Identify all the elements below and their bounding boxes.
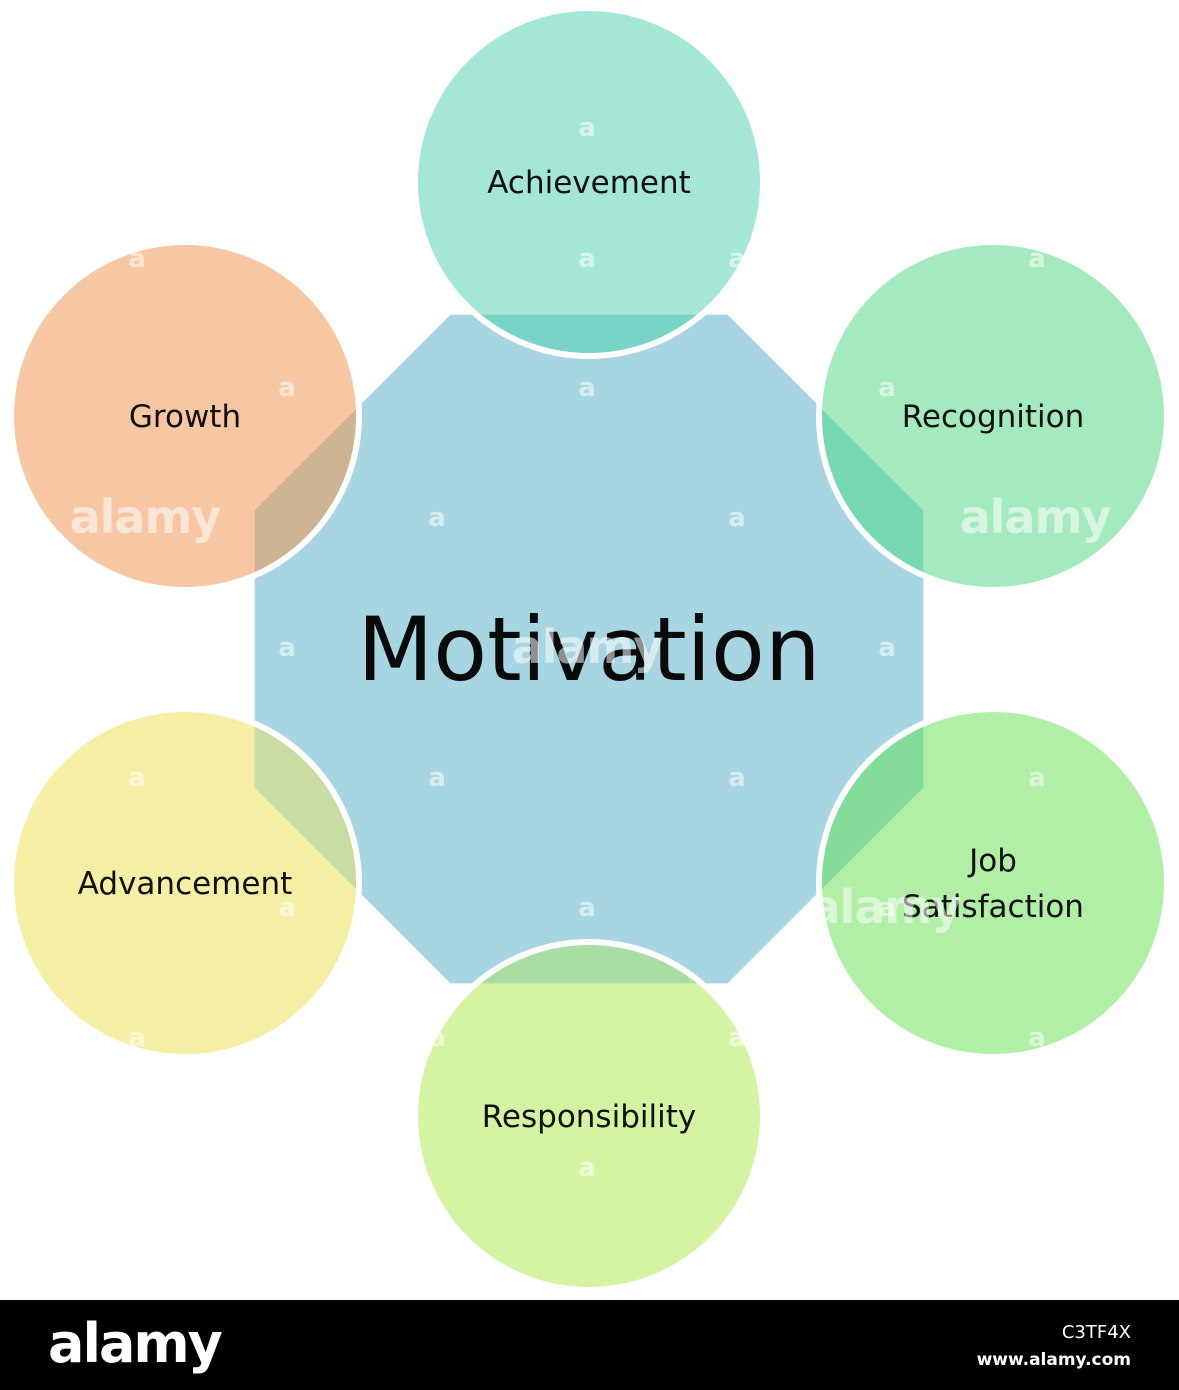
- watermark-mark: a: [578, 113, 596, 143]
- achievement-circle: [412, 5, 766, 359]
- site-url: www.alamy.com: [976, 1350, 1131, 1370]
- watermark-mark: a: [578, 373, 596, 403]
- watermark-mark: a: [128, 763, 146, 793]
- image-id: C3TF4X: [1061, 1322, 1131, 1343]
- watermark-mark: a: [578, 1153, 596, 1183]
- watermark-mark: a: [128, 244, 146, 274]
- watermark-mark: a: [1028, 763, 1046, 793]
- watermark-mark: a: [728, 503, 746, 533]
- watermark-mark: a: [278, 633, 296, 663]
- advancement-label: Advancement: [78, 866, 293, 902]
- watermark-mark: a: [1028, 244, 1046, 274]
- watermark-mark: a: [428, 1023, 446, 1053]
- watermark-mark: a: [128, 1023, 146, 1053]
- watermark-mark: a: [428, 503, 446, 533]
- watermark-word: alamy: [70, 490, 222, 544]
- achievement-label: Achievement: [487, 165, 691, 201]
- recognition-label: Recognition: [902, 399, 1085, 435]
- watermark-mark: a: [578, 893, 596, 923]
- watermark-mark: a: [878, 373, 896, 403]
- watermark-mark: a: [878, 893, 896, 923]
- watermark-word: alamy: [512, 620, 664, 674]
- alamy-logo: alamy: [48, 1312, 223, 1375]
- watermark-mark: a: [278, 373, 296, 403]
- center-label: Motivation: [357, 598, 820, 701]
- watermark-mark: a: [578, 244, 596, 274]
- watermark-word: alamy: [960, 490, 1112, 544]
- watermark-mark: a: [728, 763, 746, 793]
- watermark-mark: a: [278, 893, 296, 923]
- watermark-mark: a: [428, 763, 446, 793]
- watermark-mark: a: [728, 244, 746, 274]
- watermark-mark: a: [1028, 1023, 1046, 1053]
- footer-bar: alamy C3TF4X www.alamy.com: [0, 1300, 1179, 1390]
- watermark-mark: a: [728, 1023, 746, 1053]
- responsibility-circle: [412, 939, 766, 1293]
- watermark-word: alamy: [810, 880, 962, 934]
- center-shape: [254, 314, 924, 984]
- watermark-mark: a: [878, 633, 896, 663]
- responsibility-label: Responsibility: [482, 1099, 696, 1135]
- growth-label: Growth: [129, 399, 241, 435]
